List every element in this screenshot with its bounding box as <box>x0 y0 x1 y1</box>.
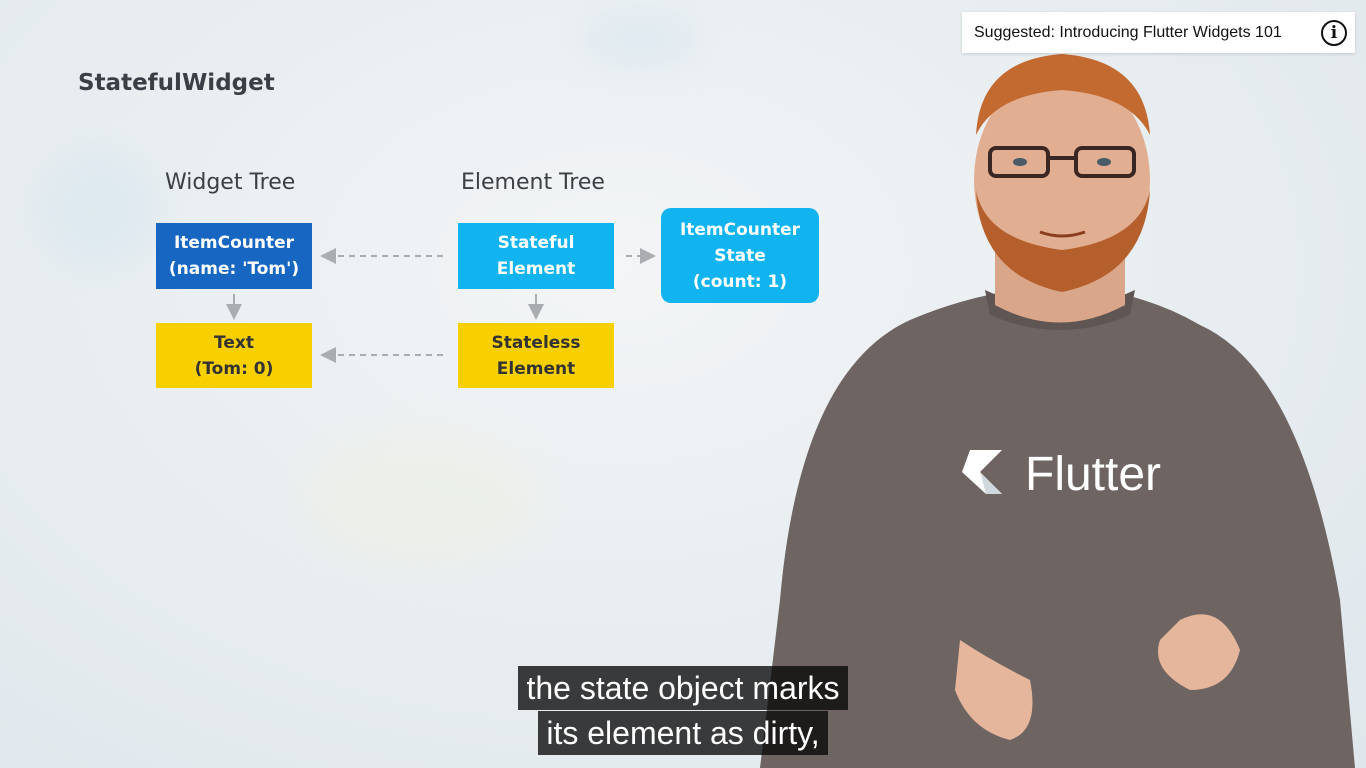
caption-line-1-wrap: the state object marks <box>0 666 1366 710</box>
stateful-element-box: Stateful Element <box>458 223 614 289</box>
element-tree-label: Element Tree <box>461 170 605 195</box>
caption-line-1: the state object marks <box>518 666 848 710</box>
background-bokeh <box>300 430 540 570</box>
background-bokeh <box>580 10 700 70</box>
suggested-video-title[interactable]: Suggested: Introducing Flutter Widgets 1… <box>974 23 1282 41</box>
caption-line-2-wrap: its element as dirty, <box>0 711 1366 755</box>
item-counter-widget-box: ItemCounter (name: 'Tom') <box>156 223 312 289</box>
widget-tree-label: Widget Tree <box>165 170 296 195</box>
flutter-logo-icon <box>962 450 1002 494</box>
item-counter-state-box: ItemCounter State (count: 1) <box>661 208 819 303</box>
shirt-flutter-text: Flutter <box>1025 448 1161 501</box>
background-bokeh <box>40 150 160 270</box>
suggested-video-card[interactable]: Suggested: Introducing Flutter Widgets 1… <box>962 12 1355 53</box>
caption-line-2: its element as dirty, <box>538 711 828 755</box>
info-icon[interactable]: i <box>1321 19 1347 46</box>
text-widget-box: Text (Tom: 0) <box>156 323 312 388</box>
presenter-video: Flutter <box>760 54 1355 768</box>
slide-title: StatefulWidget <box>78 70 275 96</box>
stateless-element-box: Stateless Element <box>458 323 614 388</box>
